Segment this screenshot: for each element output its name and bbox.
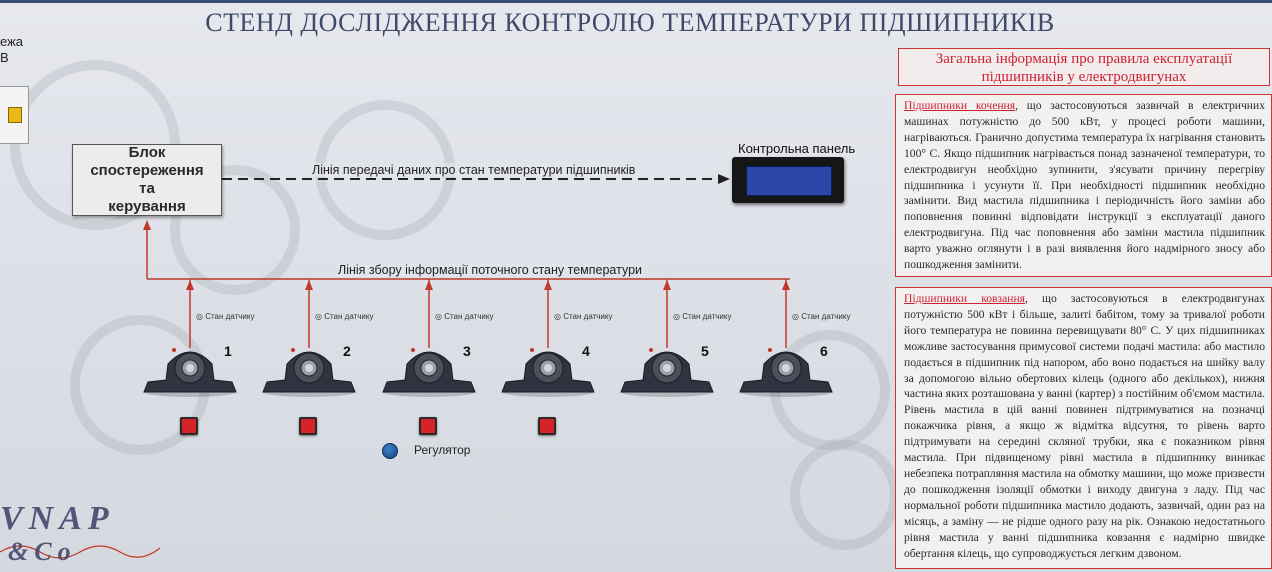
logo-wave-icon	[0, 545, 161, 559]
bearing-number-5: 5	[701, 343, 709, 359]
circuit-breaker[interactable]	[0, 86, 29, 144]
arrow-right-icon	[718, 174, 730, 184]
control-block-line1: Блок спостереження	[90, 144, 204, 179]
regulator-knob[interactable]	[382, 443, 398, 459]
left-cut-label: В	[0, 50, 9, 65]
data-line-label: Лінія передачі даних про стан температур…	[310, 163, 638, 177]
collect-line-label: Лінія збору інформації поточного стану т…	[336, 263, 645, 277]
top-border	[0, 0, 1272, 3]
bg-bearing-ring	[170, 165, 300, 295]
info-rolling-title: Підшипники кочення	[904, 99, 1016, 112]
control-block[interactable]: Блок спостереження та керування	[72, 144, 222, 216]
bearing-housing-2	[262, 348, 356, 397]
sensor-button-1[interactable]	[180, 417, 198, 435]
breaker-switch-icon	[8, 107, 22, 123]
control-panel-label: Контрольна панель	[738, 141, 856, 156]
sensor-label-3: ◎ Стан датчику	[435, 312, 494, 321]
info-rolling-box: Підшипники кочення, що застосовуються за…	[895, 94, 1272, 277]
info-sliding-text: , що застосовуються в електродвигунах по…	[904, 292, 1265, 560]
sensor-button-3[interactable]	[419, 417, 437, 435]
control-block-line2: та	[139, 180, 155, 197]
logo-text: VNAP	[0, 500, 115, 537]
sensor-label-2: ◎ Стан датчику	[315, 312, 374, 321]
bearing-number-3: 3	[463, 343, 471, 359]
bearing-housing-4	[501, 348, 595, 397]
control-panel-screen	[746, 166, 832, 196]
left-cut-label: ежа	[0, 34, 24, 49]
logo-text-2: &Co	[8, 537, 77, 566]
info-sliding-title: Підшипники ковзання	[904, 292, 1025, 305]
sensor-button-4[interactable]	[538, 417, 556, 435]
sensor-label-6: ◎ Стан датчику	[792, 312, 851, 321]
bearing-housing-6	[739, 348, 833, 397]
control-panel[interactable]	[732, 157, 844, 203]
bearing-housing-3	[382, 348, 476, 397]
sensor-label-5: ◎ Стан датчику	[673, 312, 732, 321]
sensor-label-1: ◎ Стан датчику	[196, 312, 255, 321]
page-title: СТЕНД ДОСЛІДЖЕННЯ КОНТРОЛЮ ТЕМПЕРАТУРИ П…	[205, 8, 1055, 37]
bearing-housing-5	[620, 348, 714, 397]
sensor-label-4: ◎ Стан датчику	[554, 312, 613, 321]
control-block-line3: керування	[108, 198, 186, 215]
info-rolling-text: , що застосовуються зазвичай в електричн…	[904, 99, 1266, 272]
arrow-up-icon	[143, 220, 151, 230]
bearings-group	[143, 348, 833, 397]
sensor-button-2[interactable]	[299, 417, 317, 435]
bearing-housing-1	[143, 348, 237, 397]
bearing-number-4: 4	[582, 343, 590, 359]
info-sliding-box: Підшипники ковзання, що застосовуються в…	[895, 287, 1272, 569]
info-header: Загальна інформація про правила експлуат…	[898, 48, 1270, 86]
bearing-number-2: 2	[343, 343, 351, 359]
regulator-label: Регулятор	[414, 443, 471, 457]
bearing-number-1: 1	[224, 343, 232, 359]
bearing-number-6: 6	[820, 343, 828, 359]
